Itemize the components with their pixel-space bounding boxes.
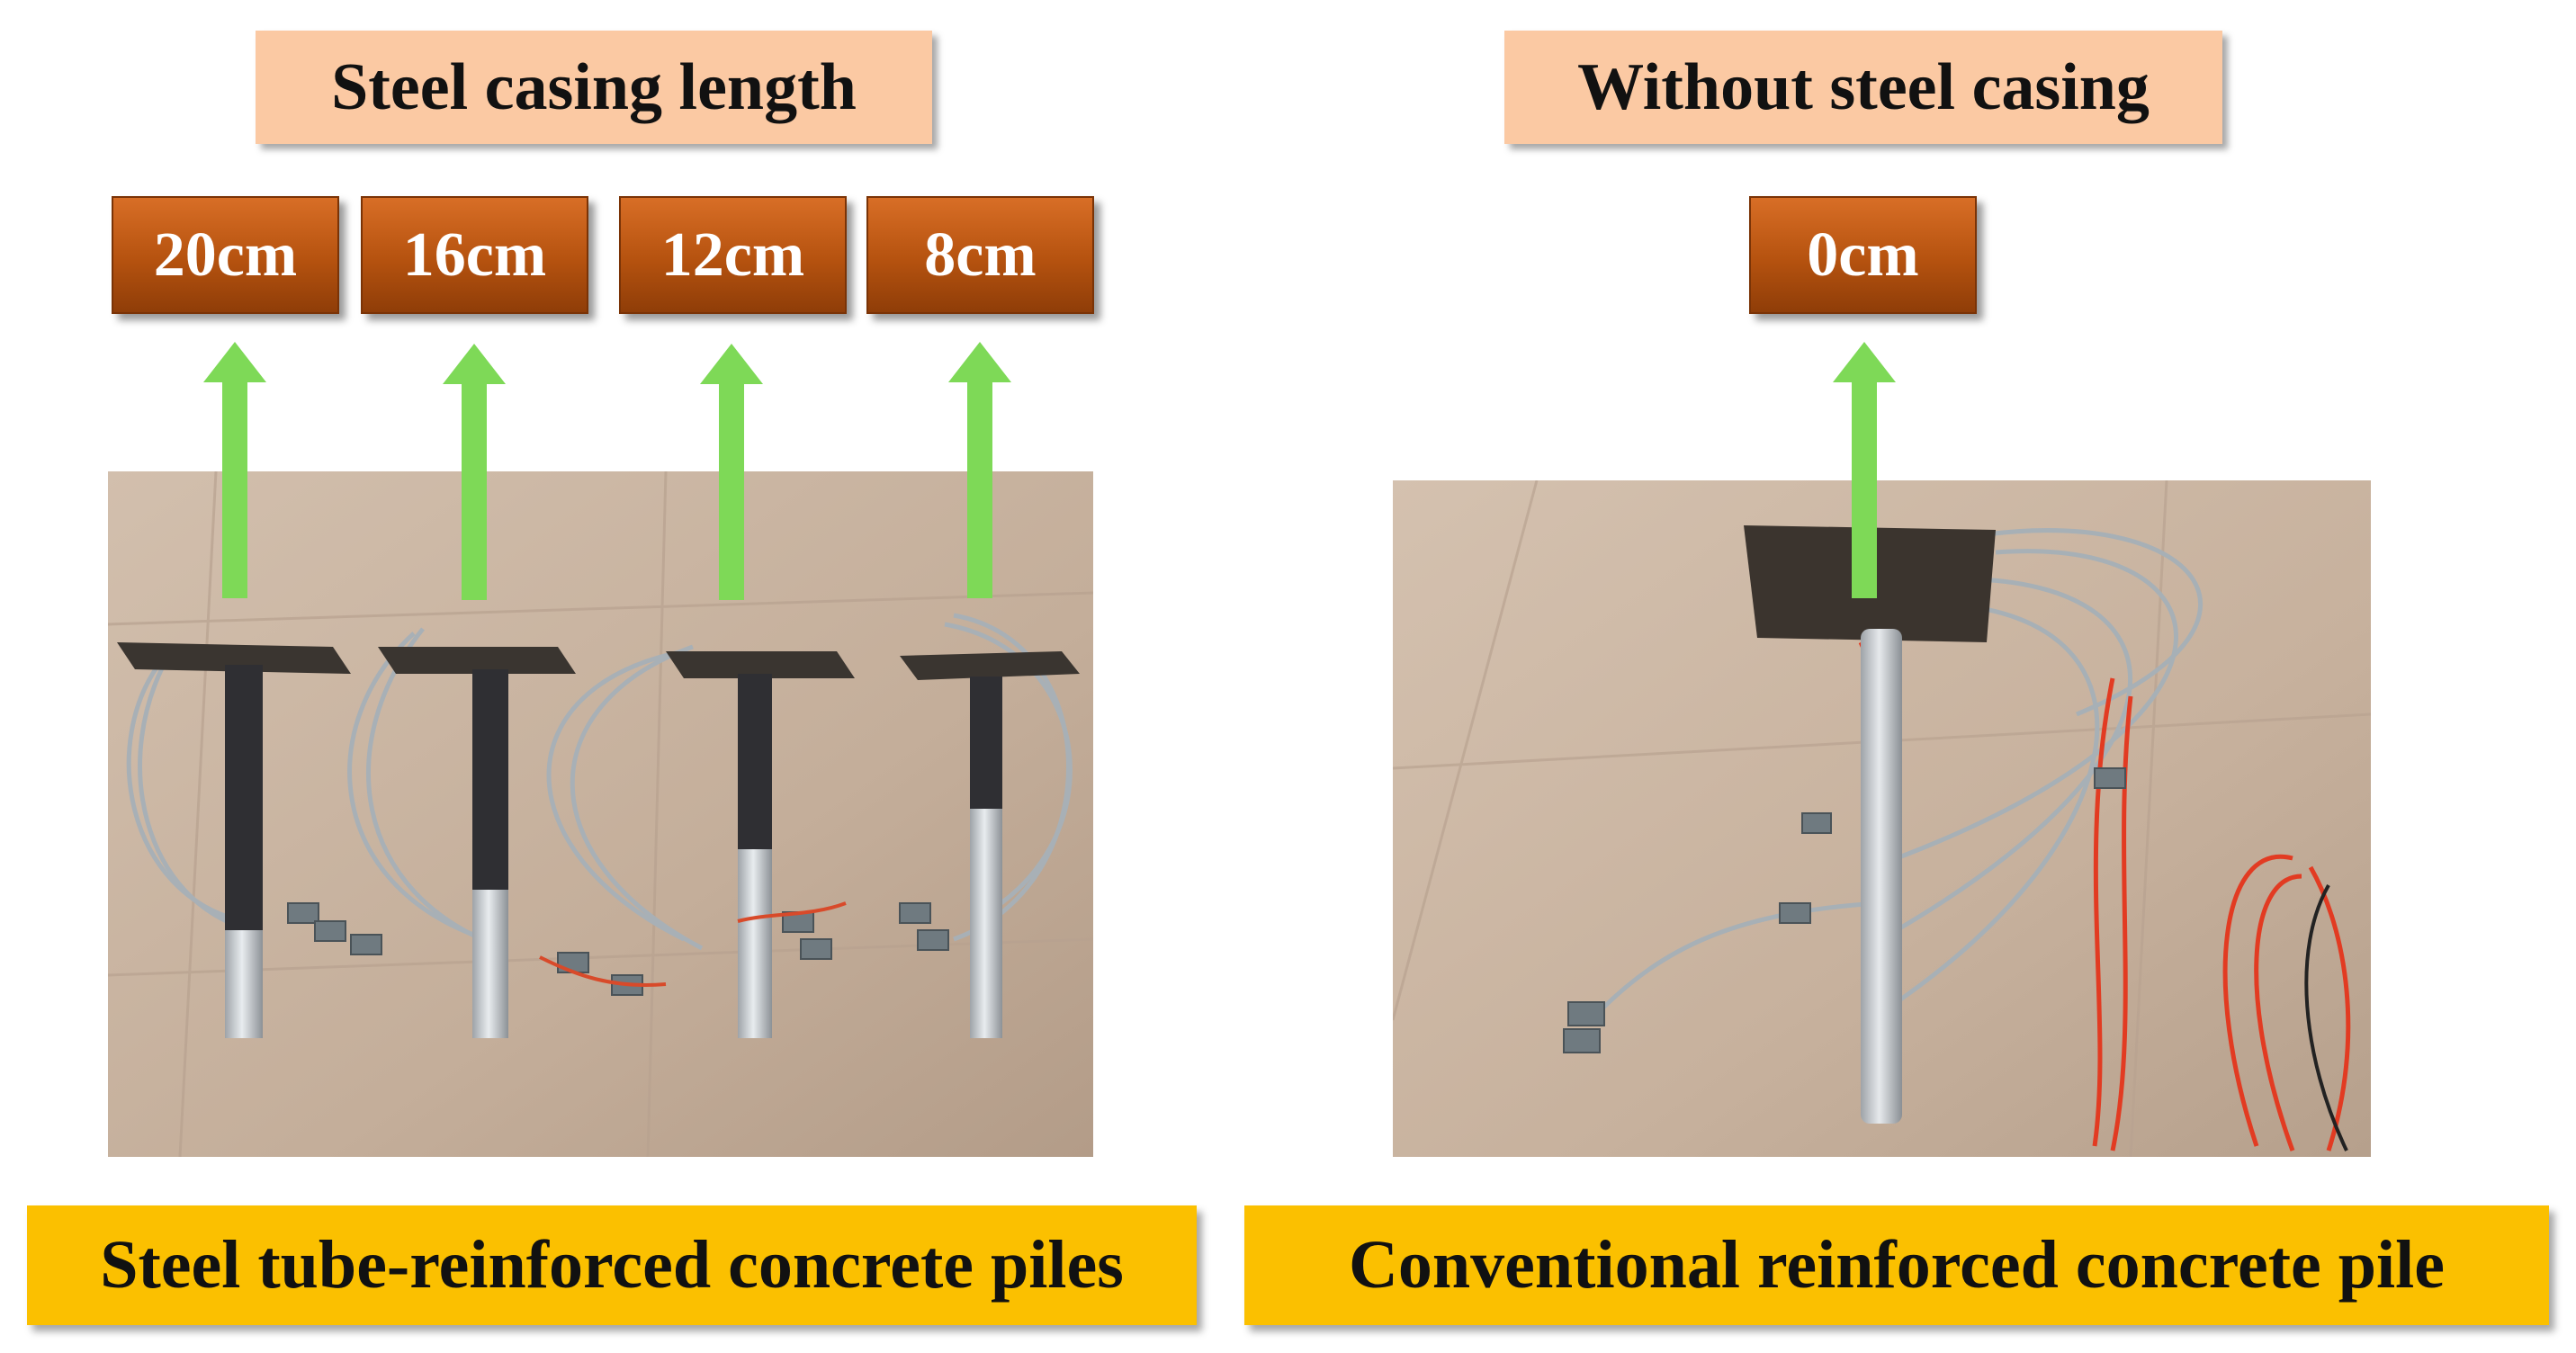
right-header: Without steel casing [1504,31,2222,144]
right-footer: Conventional reinforced concrete pile [1244,1205,2549,1325]
up-arrow-icon [203,342,266,598]
casing-length-tag-16cm: 16cm [361,196,588,314]
up-arrow-icon [443,344,506,600]
conventional-pile-photo [1393,480,2371,1157]
steel-tube-piles-photo [108,471,1093,1157]
casing-length-tag-8cm: 8cm [866,196,1094,314]
casing-length-tag-20cm: 20cm [112,196,339,314]
casing-length-tag-12cm: 12cm [619,196,847,314]
left-header: Steel casing length [256,31,932,144]
up-arrow-icon [700,344,763,600]
up-arrow-icon [1833,342,1896,598]
left-footer: Steel tube-reinforced concrete piles [27,1205,1197,1325]
up-arrow-icon [948,342,1011,598]
casing-length-tag-0cm: 0cm [1749,196,1977,314]
